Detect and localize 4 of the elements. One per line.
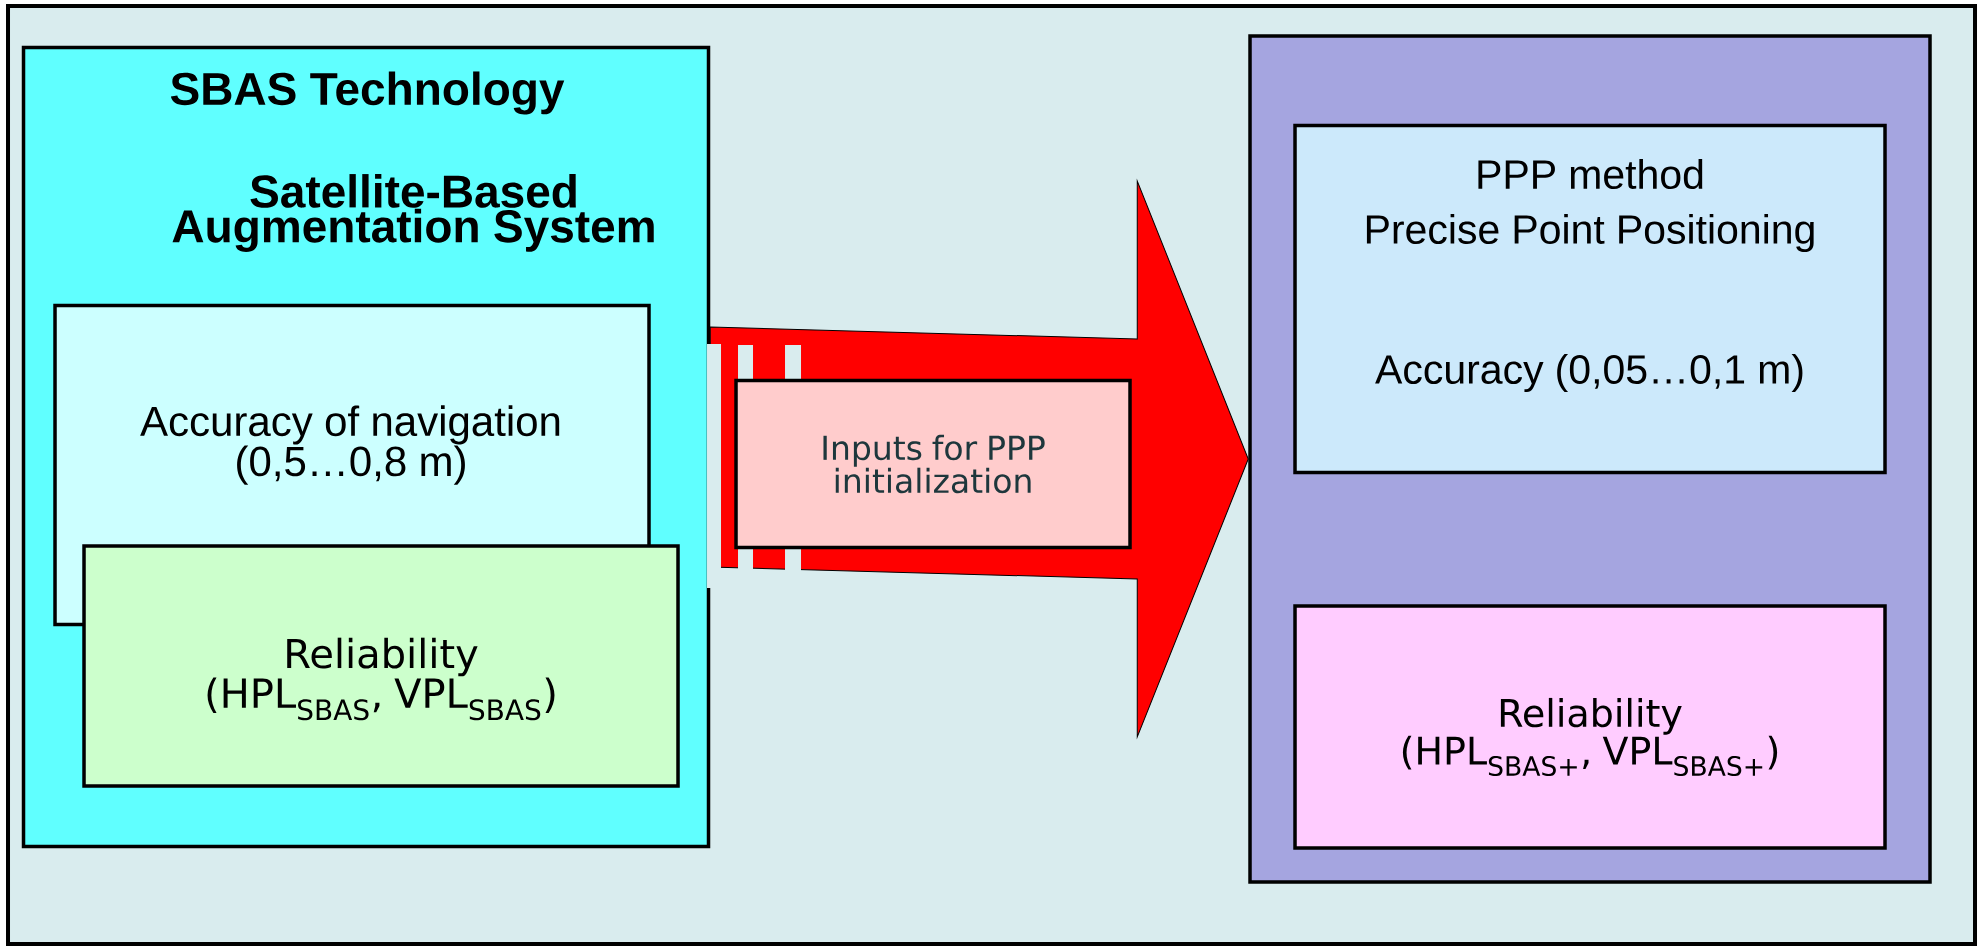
process-box: Reliability (HPL$_{SBAS}$, VPL$_{SBAS}$) [82,544,680,788]
process-box: PPP method Precise Point Positioning Accuracy (0,05…0,1 m) [1293,123,1887,475]
edge-label: Inputs for PPP initialization [734,378,1132,550]
process-box: Reliability (HPL$_{SBAS+}$, VPL$_{SBAS+}$) [1293,604,1887,850]
